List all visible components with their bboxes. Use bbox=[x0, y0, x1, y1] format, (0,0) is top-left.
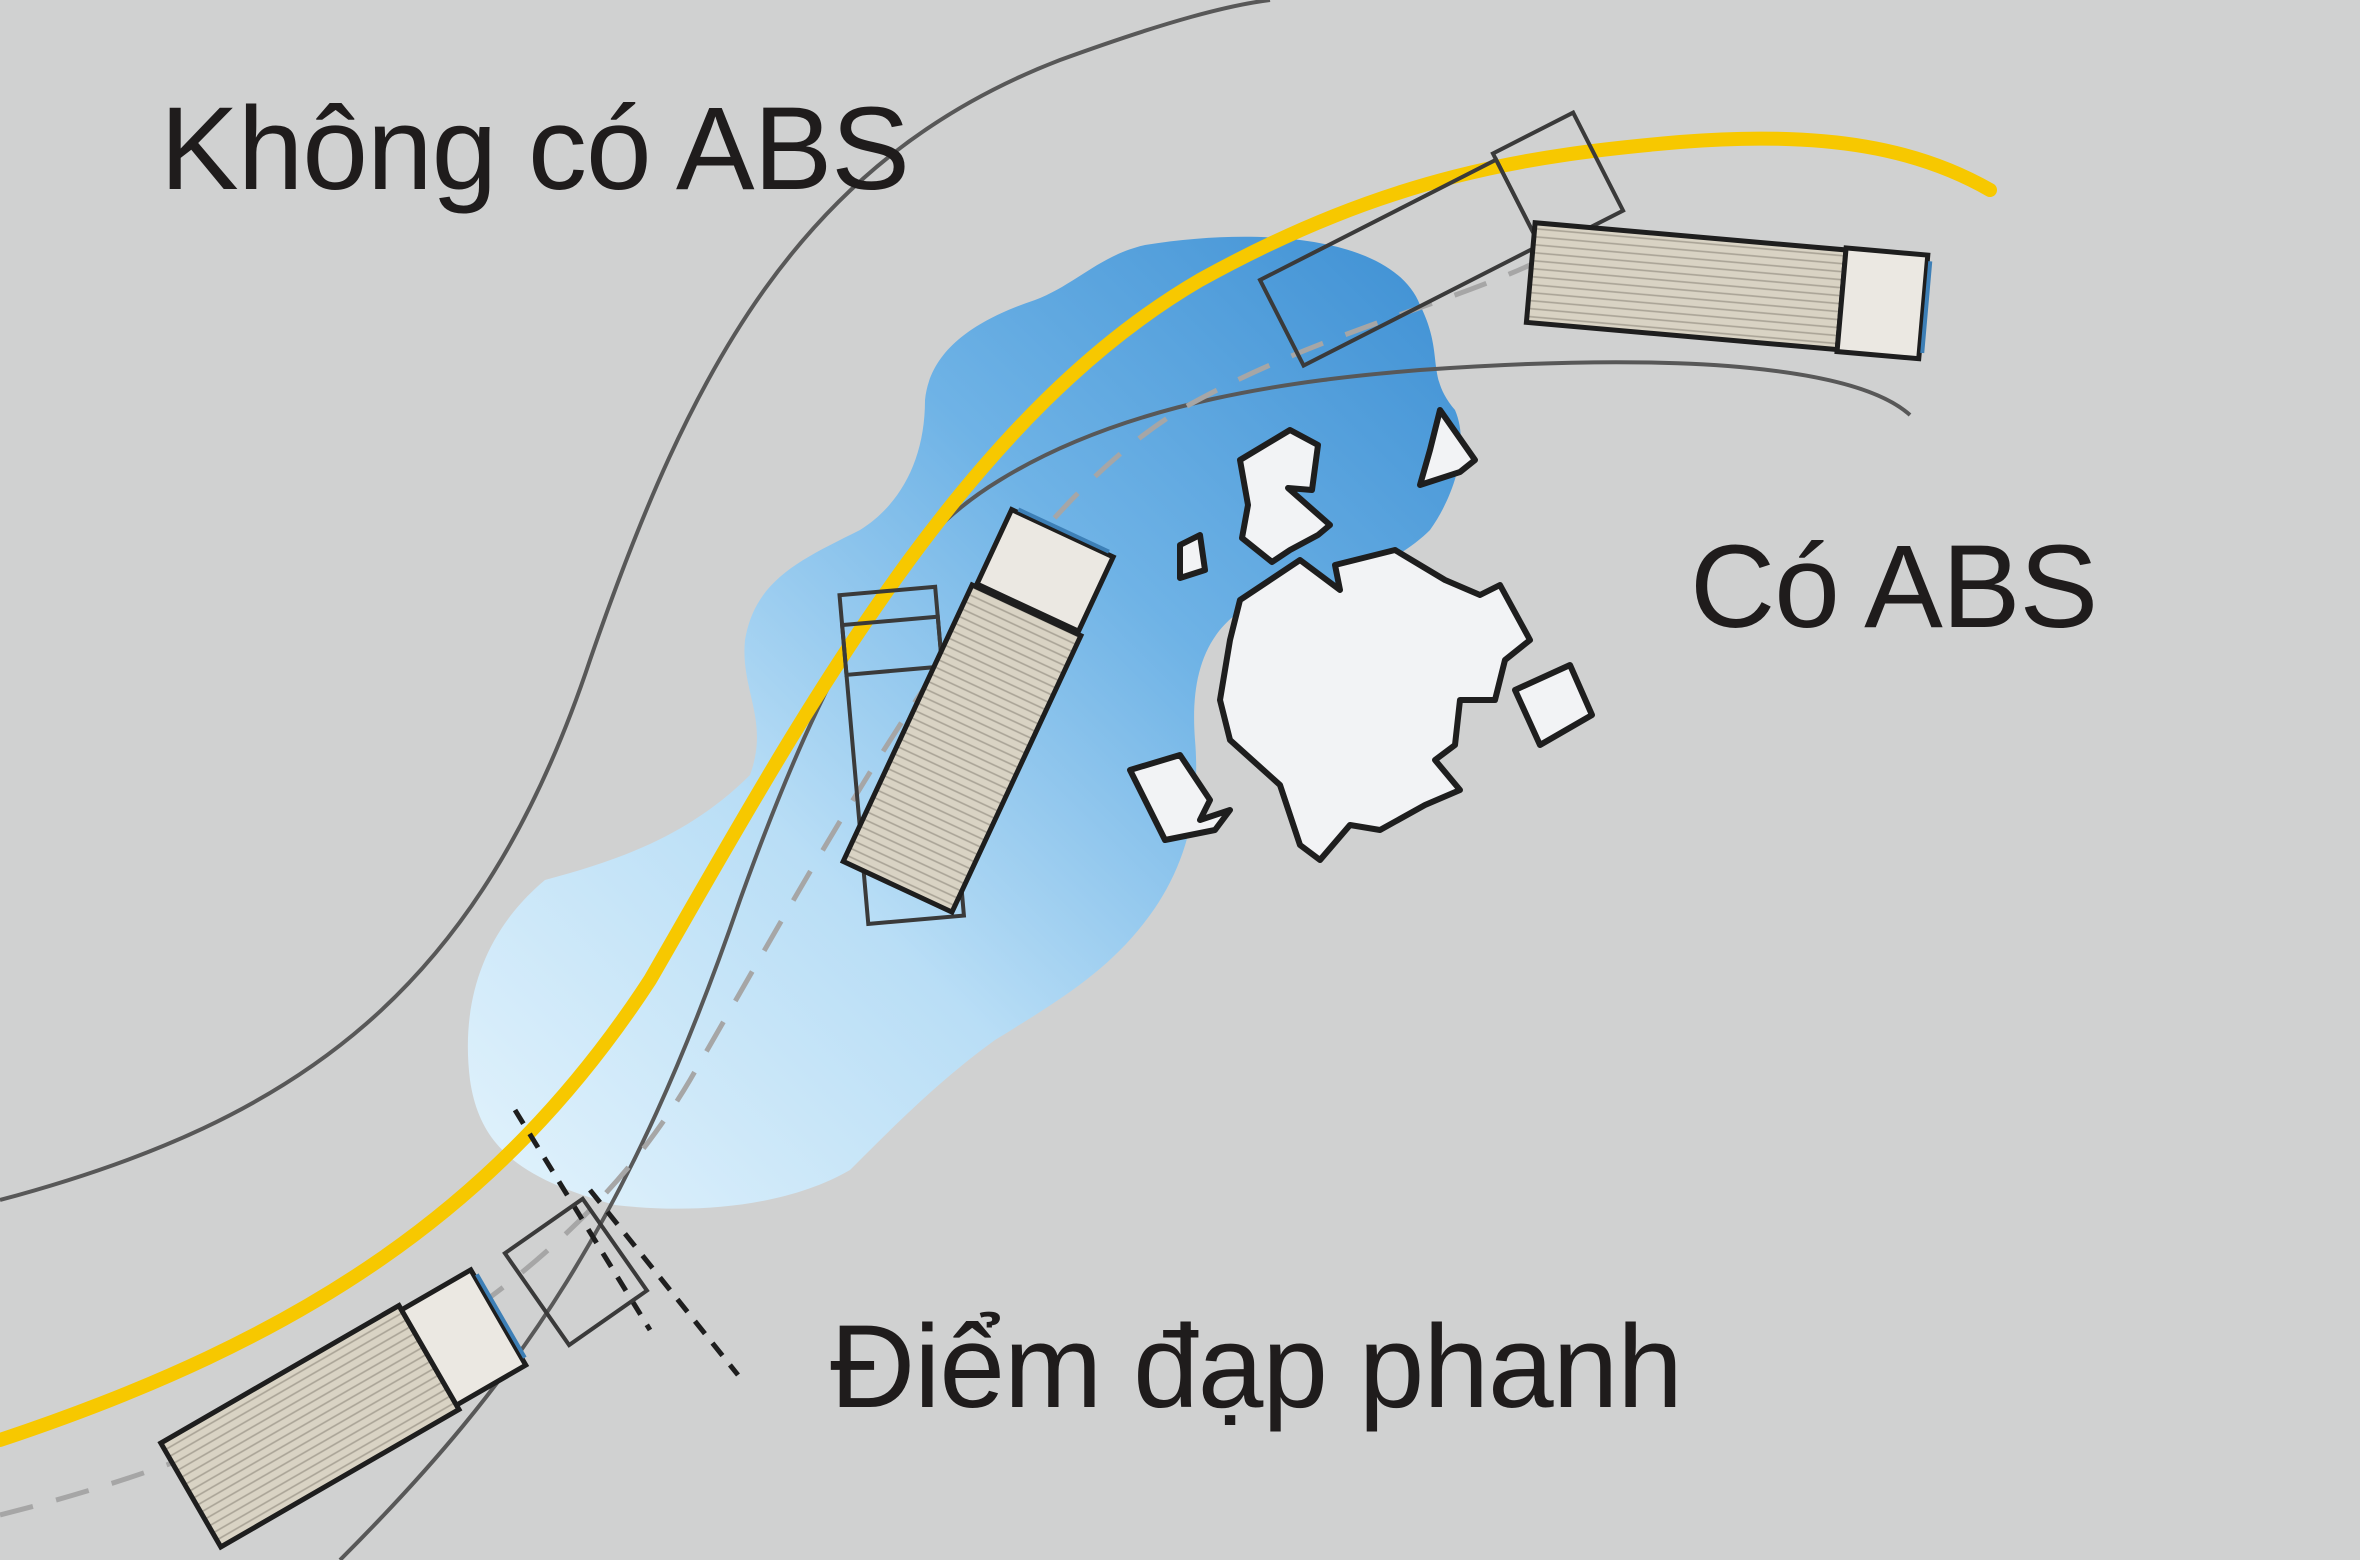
truck-icon bbox=[1523, 220, 1933, 362]
no-abs-trajectory bbox=[0, 131, 1997, 1447]
label-no-abs: Không có ABS bbox=[160, 83, 910, 215]
label-abs: Có ABS bbox=[1690, 521, 2098, 653]
truck-ghost-cab bbox=[502, 1196, 650, 1348]
truck-icon bbox=[157, 1266, 530, 1551]
label-brake-point: Điểm đạp phanh bbox=[830, 1301, 1683, 1433]
rock-obstacle-icon bbox=[1127, 407, 1595, 863]
truck-icon bbox=[839, 506, 1117, 916]
road-edge-outer bbox=[0, 0, 1271, 1202]
brake-point-markers bbox=[512, 1108, 740, 1377]
